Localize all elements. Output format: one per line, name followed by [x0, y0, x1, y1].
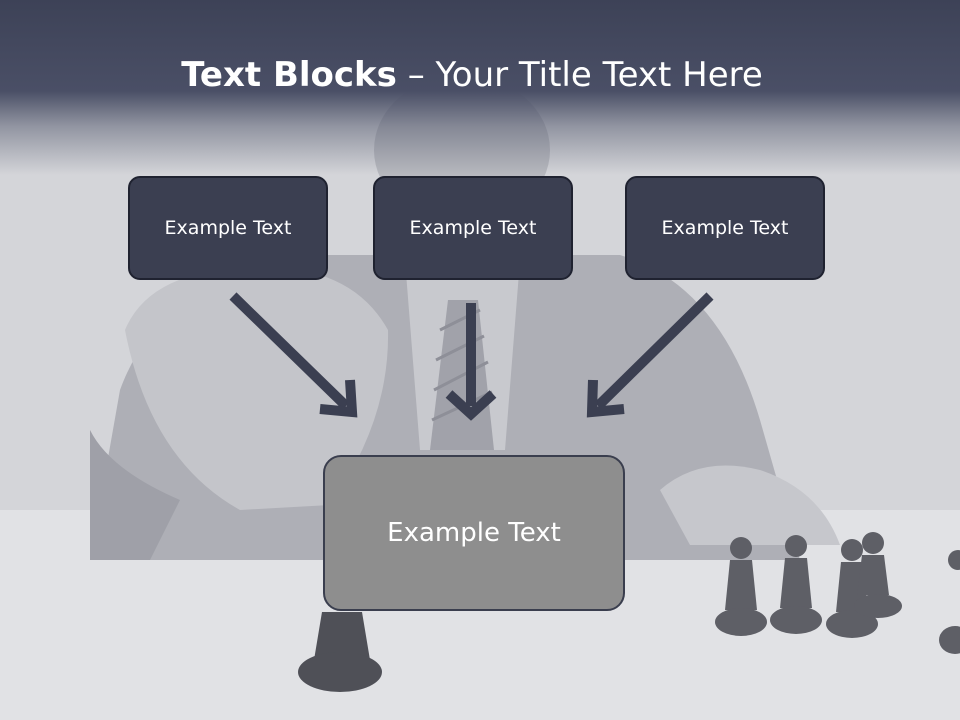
text-block-2[interactable]: Example Text [373, 176, 573, 280]
slide-title-dash: – [396, 55, 436, 95]
text-block-1-label: Example Text [164, 217, 292, 239]
center-text-block[interactable]: Example Text [323, 455, 625, 611]
text-block-3[interactable]: Example Text [625, 176, 825, 280]
slide-title-rest: Your Title Text Here [435, 55, 763, 95]
arrow-down-icon [445, 303, 497, 421]
text-block-2-label: Example Text [409, 217, 537, 239]
text-block-3-label: Example Text [661, 217, 789, 239]
center-text-block-label: Example Text [387, 518, 561, 548]
slide-title: Text Blocks – Your Title Text Here [0, 52, 944, 98]
text-block-1[interactable]: Example Text [128, 176, 328, 280]
slide-title-bold: Text Blocks [181, 55, 397, 95]
arrow-down-right-icon [229, 292, 358, 418]
arrow-down-left-icon [586, 292, 714, 418]
title-band [0, 0, 960, 175]
